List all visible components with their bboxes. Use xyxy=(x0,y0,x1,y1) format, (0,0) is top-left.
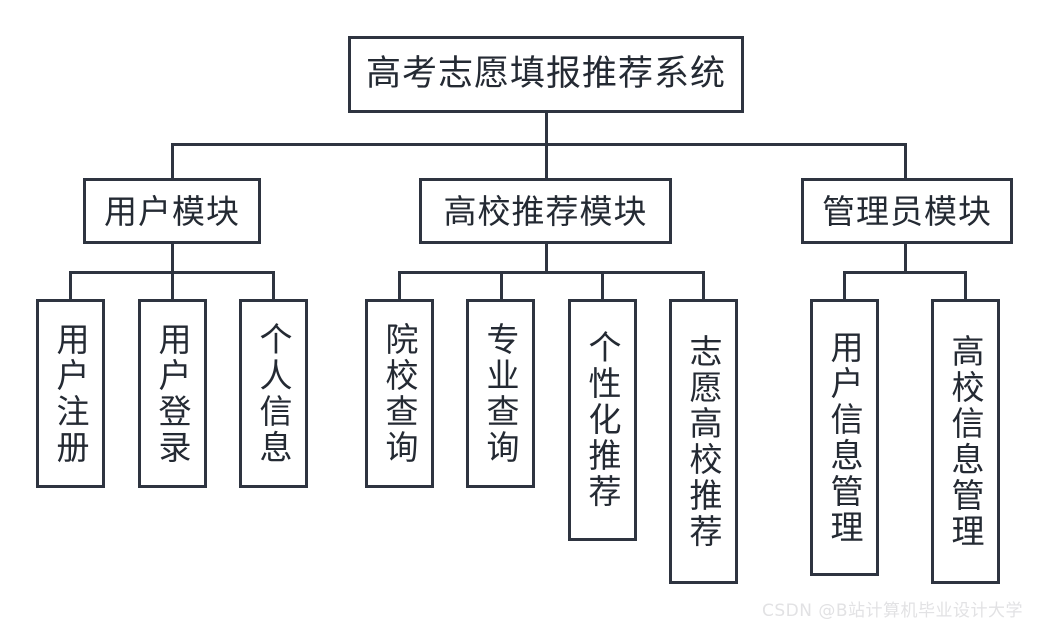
node-leaf-personalized-recommend[interactable]: 个性化推荐 xyxy=(568,299,637,541)
edge-branch1-to-leaf-2 xyxy=(171,271,174,301)
node-leaf-user-info-management[interactable]: 用户信息管理 xyxy=(810,299,879,576)
node-branch-admin-module-label: 管理员模块 xyxy=(822,191,992,231)
edge-main-bus xyxy=(171,143,907,146)
node-leaf-school-info-management[interactable]: 高校信息管理 xyxy=(931,299,1000,584)
edge-bus-to-branch-1 xyxy=(171,143,174,179)
node-leaf-major-query[interactable]: 专业查询 xyxy=(466,299,535,488)
node-leaf-school-query-label: 院校查询 xyxy=(380,321,419,466)
node-leaf-personal-info-label: 个人信息 xyxy=(254,321,293,466)
edge-branch3-stem xyxy=(904,244,907,274)
edge-branch2-to-leaf-2 xyxy=(500,271,503,301)
node-leaf-major-query-label: 专业查询 xyxy=(481,321,520,466)
node-branch-admin-module[interactable]: 管理员模块 xyxy=(801,178,1013,244)
edge-bus-to-branch-2 xyxy=(545,143,548,179)
edge-branch3-to-leaf-2 xyxy=(964,271,967,301)
node-leaf-user-register-label: 用户注册 xyxy=(51,321,90,466)
node-branch-user-module[interactable]: 用户模块 xyxy=(83,178,261,244)
node-leaf-user-register[interactable]: 用户注册 xyxy=(36,299,105,488)
node-root[interactable]: 高考志愿填报推荐系统 xyxy=(348,36,744,113)
node-leaf-personal-info[interactable]: 个人信息 xyxy=(239,299,308,488)
node-leaf-personalized-recommend-label: 个性化推荐 xyxy=(583,330,622,510)
edge-branch2-to-leaf-3 xyxy=(601,271,604,301)
edge-root-stem xyxy=(545,113,548,146)
node-leaf-volunteer-school-recommend[interactable]: 志愿高校推荐 xyxy=(669,299,738,584)
node-root-label: 高考志愿填报推荐系统 xyxy=(365,54,726,94)
node-branch-user-module-label: 用户模块 xyxy=(104,191,240,231)
node-leaf-user-info-management-label: 用户信息管理 xyxy=(825,329,864,546)
edge-branch1-to-leaf-3 xyxy=(272,271,275,301)
watermark: CSDN @B站计算机毕业设计大学 xyxy=(762,601,1024,621)
edge-branch1-stem xyxy=(171,244,174,274)
edge-bus-to-branch-3 xyxy=(904,143,907,179)
node-branch-recommend-module[interactable]: 高校推荐模块 xyxy=(419,178,672,244)
edge-branch3-to-leaf-1 xyxy=(843,271,846,301)
edge-branch3-bus xyxy=(843,271,967,274)
node-leaf-volunteer-school-recommend-label: 志愿高校推荐 xyxy=(684,333,723,550)
edge-branch2-to-leaf-4 xyxy=(702,271,705,301)
node-leaf-user-login[interactable]: 用户登录 xyxy=(138,299,207,488)
edge-branch2-bus xyxy=(398,271,705,274)
node-leaf-user-login-label: 用户登录 xyxy=(153,321,192,466)
edge-branch2-to-leaf-1 xyxy=(398,271,401,301)
edge-branch1-to-leaf-1 xyxy=(69,271,72,301)
node-leaf-school-query[interactable]: 院校查询 xyxy=(365,299,434,488)
node-branch-recommend-module-label: 高校推荐模块 xyxy=(443,191,648,231)
node-leaf-school-info-management-label: 高校信息管理 xyxy=(946,333,985,550)
edge-branch2-stem xyxy=(545,244,548,274)
